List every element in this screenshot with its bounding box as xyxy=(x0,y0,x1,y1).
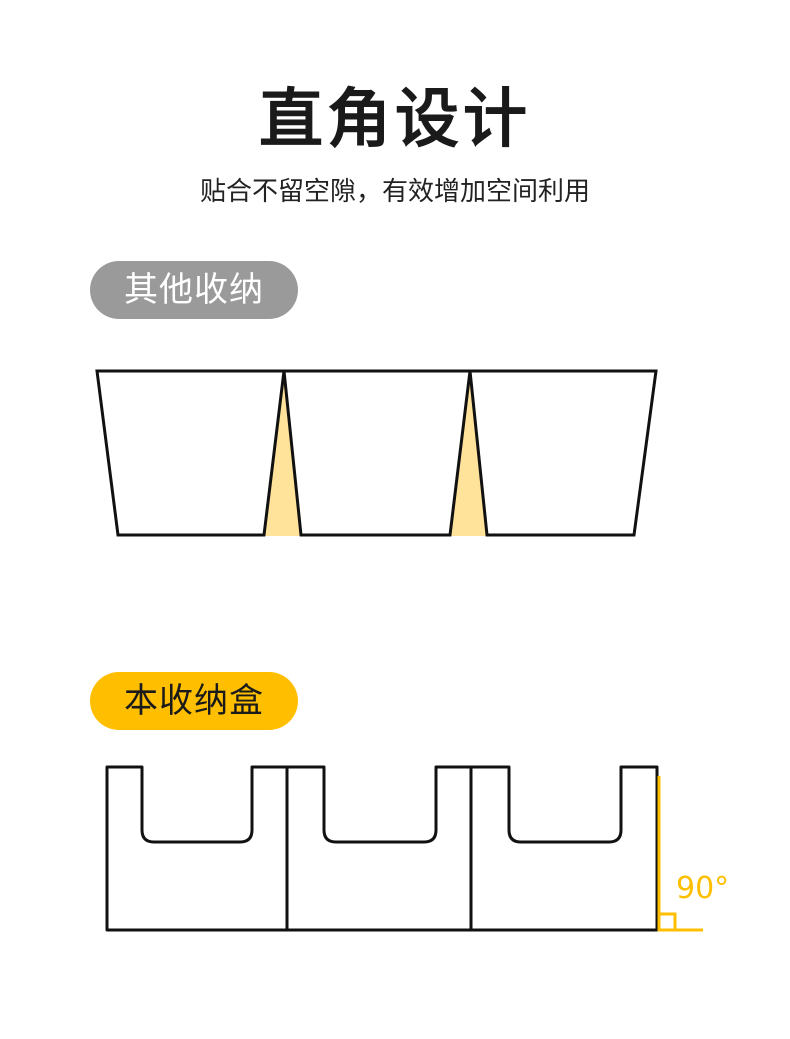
tapered-boxes-illustration xyxy=(95,369,658,537)
page-title: 直角设计 xyxy=(259,83,531,157)
page-subtitle: 贴合不留空隙，有效增加空间利用 xyxy=(199,177,590,207)
straight-box-2 xyxy=(285,765,473,932)
right-angle-square-icon xyxy=(657,912,677,932)
this-storage-badge: 本收纳盒 xyxy=(90,672,298,730)
straight-box-3 xyxy=(469,765,659,932)
gap-wedge-2 xyxy=(450,372,487,536)
straight-box-1 xyxy=(105,765,289,932)
right-angle-boxes-illustration: 90° xyxy=(105,765,729,932)
gap-wedge-1 xyxy=(264,372,301,536)
tapered-box-1 xyxy=(95,369,286,537)
other-storage-badge: 其他收纳 xyxy=(90,261,298,319)
tapered-box-2 xyxy=(282,369,472,537)
angle-label: 90° xyxy=(676,871,729,906)
tapered-box-3 xyxy=(468,369,658,537)
